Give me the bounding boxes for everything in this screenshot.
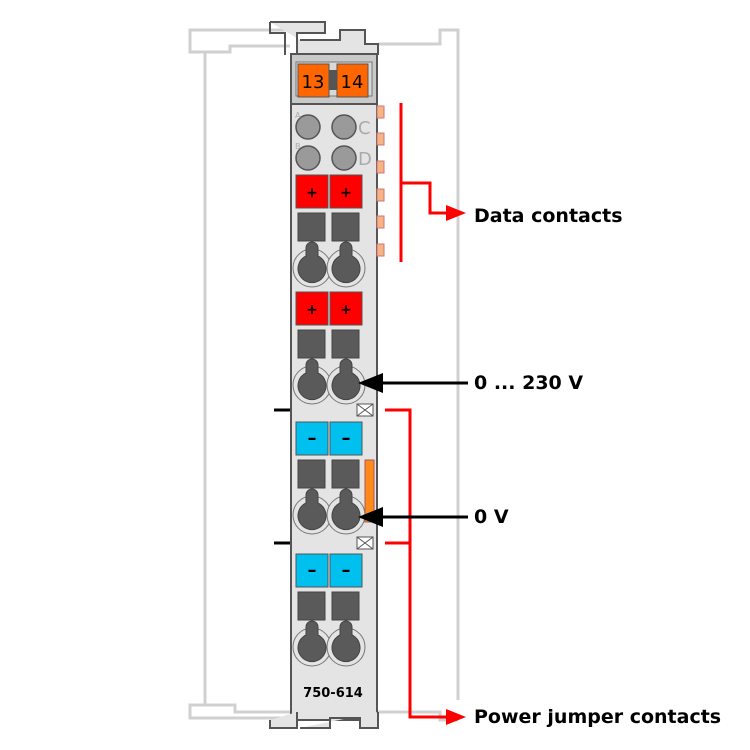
led-b (295, 145, 321, 171)
terminal-marker-plus (329, 174, 363, 209)
terminal-number-14: 14 (341, 72, 364, 93)
terminal-marker-minus (329, 421, 363, 456)
release-slot[interactable] (297, 591, 326, 621)
terminal-marker-minus (329, 553, 363, 588)
data-contact-tabs (376, 105, 385, 257)
terminal-marker-minus (295, 421, 329, 456)
release-slot[interactable] (331, 329, 360, 359)
terminal-marker-plus (329, 291, 363, 326)
jumper-arrow-head (446, 709, 466, 725)
minus-sign: – (342, 560, 351, 581)
terminal-marker-plus (295, 174, 329, 209)
wire-entry-keyhole[interactable] (297, 488, 327, 531)
led-label-d: D (358, 149, 372, 170)
plus-sign: + (340, 185, 352, 201)
top-latch (270, 21, 379, 55)
terminal-marker-14 (336, 63, 369, 98)
terminal-marker-minus (295, 553, 329, 588)
data-arrow-head (446, 205, 466, 221)
release-slot[interactable] (331, 212, 360, 242)
release-slot[interactable] (297, 459, 326, 489)
wire-entry-keyhole[interactable] (331, 620, 361, 663)
led-label-b: B (295, 142, 301, 151)
release-slot[interactable] (331, 591, 360, 621)
arrow-230v (358, 373, 383, 393)
minus-sign: – (342, 428, 351, 449)
led-label-a: A (295, 111, 301, 120)
terminal-marker-13 (297, 63, 330, 98)
minus-sign: – (308, 560, 317, 581)
wire-entry-keyhole[interactable] (331, 358, 361, 401)
wire-entry-keyhole[interactable] (331, 241, 361, 284)
release-slot[interactable] (297, 329, 326, 359)
led-label-c: C (358, 118, 371, 139)
led-a (295, 114, 321, 140)
power-jumper-contact (364, 459, 375, 523)
release-slot[interactable] (297, 212, 326, 242)
plus-sign: + (306, 302, 318, 318)
wire-entry-keyhole[interactable] (297, 358, 327, 401)
wire-entry-keyhole[interactable] (297, 241, 327, 284)
terminal-marker-plus (295, 291, 329, 326)
bottom-latch (269, 712, 379, 729)
part-number: 750-614 (303, 686, 363, 701)
voltage-230-label: 0 ... 230 V (474, 372, 584, 394)
minus-sign: – (308, 428, 317, 449)
status-leds (295, 114, 357, 171)
data-contacts-label: Data contacts (474, 205, 623, 227)
terminal-number-13: 13 (302, 72, 325, 93)
led-d (331, 145, 357, 171)
arrow-0v (358, 507, 383, 527)
plus-sign: + (340, 302, 352, 318)
power-jumper-label: Power jumper contacts (474, 706, 722, 728)
release-slot[interactable] (331, 459, 360, 489)
data-contacts-bracket (385, 103, 448, 719)
plus-sign: + (306, 185, 318, 201)
wire-entry-keyhole[interactable] (297, 620, 327, 663)
voltage-0-label: 0 V (474, 506, 509, 528)
jumper-clips (356, 403, 374, 550)
led-c (331, 114, 357, 140)
